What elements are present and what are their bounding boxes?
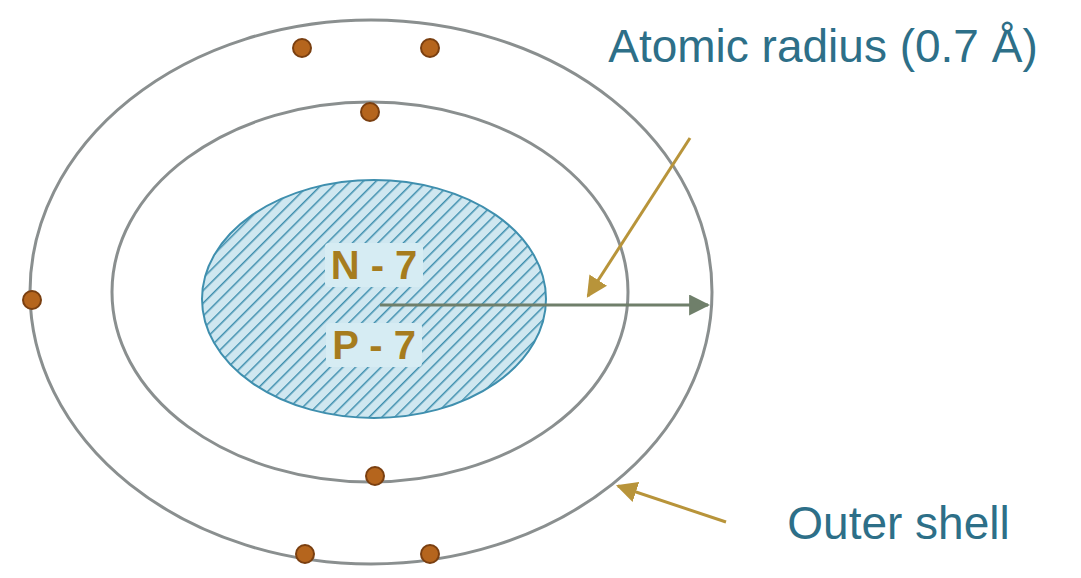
nucleus: N - 7 P - 7: [200, 178, 548, 420]
inner-orbit: [112, 102, 628, 482]
part-label: Atomic radius (0.7 Å): [588, 20, 1058, 73]
nucleus-count: P - 7: [326, 323, 422, 367]
nucleus-count: N - 7: [325, 243, 424, 287]
part-label: Outer shell: [726, 497, 1071, 550]
leader-line: [618, 486, 726, 522]
leader-line: [588, 138, 690, 296]
nucleus-shape: [200, 178, 548, 420]
outer-orbit: [30, 20, 712, 564]
